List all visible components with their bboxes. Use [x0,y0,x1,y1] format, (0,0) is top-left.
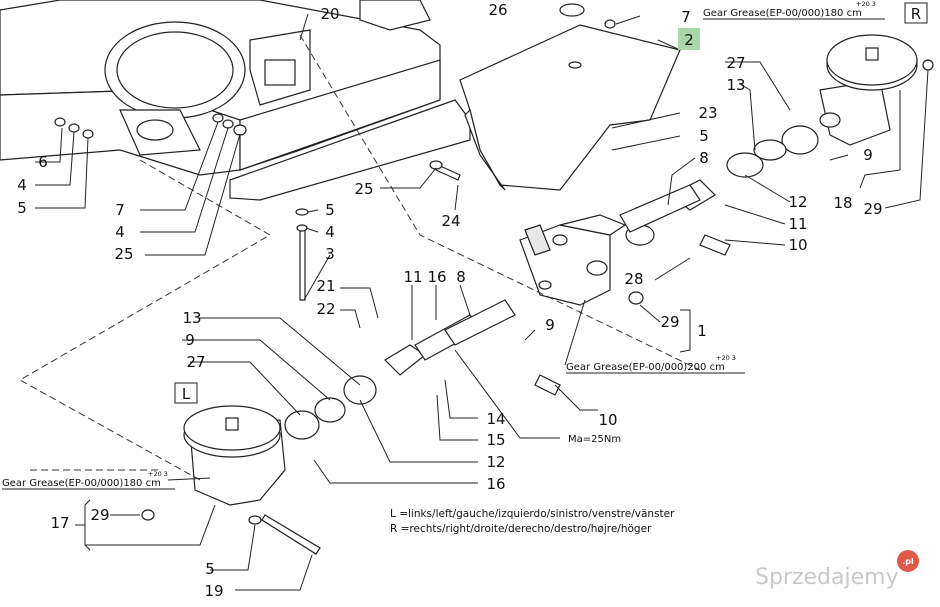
legend-right: R =rechts/right/droite/derecho/destro/hø… [390,523,652,535]
callout-2: 2 [684,31,694,49]
callout-14: 14 [486,410,505,428]
callout-28: 28 [624,270,643,288]
dashed-assembly-outlines [18,34,701,481]
grease-note-middle-sup: +20 3 [716,354,736,362]
callout-5-bolt: 5 [325,201,335,219]
grease-note-left: Gear Grease(EP-00/000)180 cm [2,478,161,489]
callout-5-bottom: 5 [205,560,215,578]
right-side-label: R [911,5,921,23]
callout-20: 20 [320,5,339,23]
callout-5-left: 5 [17,199,27,217]
callout-27-right: 27 [726,54,745,72]
callout-4-bolt: 4 [325,223,335,241]
callout-29-right: 29 [863,200,882,218]
callout-25-bolt: 25 [354,180,373,198]
callout-15: 15 [486,431,505,449]
callout-3: 3 [325,245,335,263]
bolts [54,3,934,555]
callout-29-left: 29 [90,506,109,524]
callout-13-left: 13 [182,309,201,327]
callout-19: 19 [204,582,223,600]
callout-12-right: 12 [788,193,807,211]
grease-note-right-sup: +20 3 [856,0,876,8]
torque-label: Ma=25Nm [568,434,621,445]
callout-10-right: 10 [788,236,807,254]
callout-24: 24 [441,212,460,230]
callout-2-highlight [678,28,700,50]
watermark-badge: .pl [902,557,914,566]
callout-21: 21 [316,277,335,295]
callout-7-top: 7 [681,8,691,26]
callout-4-frame: 4 [115,223,125,241]
callout-4-left: 4 [17,176,27,194]
callout-8-right: 8 [699,149,709,167]
grease-note-left-sup: +20 3 [148,470,168,478]
right-gearbox [619,34,918,246]
left-side-label: L [182,385,191,403]
callout-7-frame: 7 [115,201,125,219]
callout-6: 6 [38,153,48,171]
callout-26: 26 [488,1,507,19]
guard-plate [459,24,681,191]
callout-17: 17 [50,514,69,532]
callout-16-top: 16 [427,268,446,286]
callout-25-frame: 25 [114,245,133,263]
side-legend: L =links/left/gauche/izquierdo/sinistro/… [390,508,675,535]
callout-16-bottom: 16 [486,475,505,493]
callout-9-center: 9 [545,316,555,334]
callout-18: 18 [833,194,852,212]
callout-23: 23 [698,104,717,122]
center-gearbox [519,214,627,306]
callout-numbers: 20 26 7 2 27 13 23 5 8 9 12 11 10 18 29 … [17,1,882,600]
callout-1: 1 [697,322,707,340]
callout-8-left: 8 [456,268,466,286]
callout-29-center: 29 [660,313,679,331]
left-gearbox [183,299,516,506]
grease-note-right: Gear Grease(EP-00/000)180 cm [703,8,862,19]
callout-12-left: 12 [486,453,505,471]
callout-11-left: 11 [403,268,422,286]
watermark-badge-icon [897,550,919,572]
callout-9-left: 9 [185,331,195,349]
grease-note-middle: Gear Grease(EP-00/000)200 cm [566,362,725,373]
mower-frame [0,0,471,201]
annotations: Gear Grease(EP-00/000)180 cm +20 3 Gear … [2,0,885,490]
callout-22: 22 [316,300,335,318]
callout-11-right: 11 [788,215,807,233]
watermark-text: Sprzedajemy [755,565,899,590]
left-side-box [174,382,198,404]
callout-9-right: 9 [863,146,873,164]
callout-5-plate: 5 [699,127,709,145]
callout-10-left: 10 [598,411,617,429]
right-side-box [904,2,928,24]
callout-27-left: 27 [186,353,205,371]
callout-13-right: 13 [726,76,745,94]
leader-lines [35,13,929,591]
legend-left: L =links/left/gauche/izquierdo/sinistro/… [390,508,675,520]
watermark: Sprzedajemy .pl [755,550,919,590]
